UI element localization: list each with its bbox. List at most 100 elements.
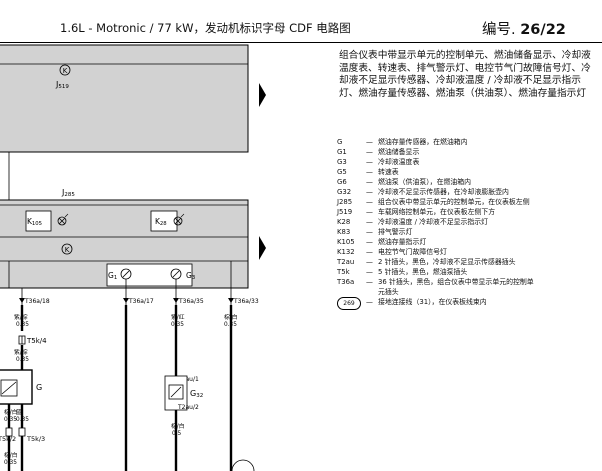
g3-label: G3 xyxy=(186,271,195,281)
g1-label-sub: 1 xyxy=(114,275,117,281)
k105-label: K105 xyxy=(27,217,42,227)
wire-size-label-3: 0.35 xyxy=(224,322,237,328)
legend-dash: — xyxy=(366,228,373,236)
legend-desc: 燃油泵（供油泵），在燃油箱内 xyxy=(378,178,472,186)
k-terminal-symbol-2 xyxy=(61,243,73,255)
legend-desc: 燃油存量传感器，在燃油箱内 xyxy=(378,138,468,146)
legend-desc: 排气警示灯 xyxy=(378,228,413,236)
pin-t36a-33: T36a/33 xyxy=(228,288,259,305)
g32-label: G32 xyxy=(190,389,203,399)
legend-desc-ground: 接地连接线（31），在仪表板线束内 xyxy=(378,298,487,306)
g32-coolant-sensor: T2au/1 G32 T2au/2 xyxy=(164,375,203,411)
page-number: 编号. 26/22 xyxy=(482,18,566,39)
legend-dash: — xyxy=(366,258,373,266)
legend-row: T2au—2 针插头，黑色，冷却液不足显示传感器插头 xyxy=(337,257,595,267)
legend-desc: 5 针插头，黑色，燃油泵插头 xyxy=(378,268,468,276)
k-terminal-symbol-1-text: K xyxy=(63,67,68,75)
page-title: 1.6L - Motronic / 77 kW，发动机标识字母 CDF 电路图 xyxy=(60,21,351,35)
legend-row: K28 — 冷却液温度 / 冷却液不足显示指示灯 xyxy=(337,217,595,227)
legend-desc: 电控节气门故障信号灯 xyxy=(378,248,447,256)
legend-desc-continuation: 元插头 xyxy=(378,288,399,296)
legend-desc: 燃油储备显示 xyxy=(378,148,420,156)
legend-desc: 冷却液温度表 xyxy=(378,158,420,166)
legend-code: T2au xyxy=(337,258,355,266)
wire-color-label-left: 棕/白 xyxy=(4,408,18,416)
j519-label: J519 xyxy=(55,80,69,90)
legend-row: K132 — 电控节气门故障信号灯 xyxy=(337,247,595,257)
j519-control-unit-box xyxy=(0,44,249,153)
legend-desc: 车载网络控制单元，在仪表板左侧下方 xyxy=(378,208,496,216)
legend-dash: — xyxy=(366,168,373,176)
connector-t5k-3: T5k/3 xyxy=(18,427,45,443)
pin-t36a-18: T36a/18 xyxy=(19,288,50,305)
connector-t5k-4: T5k/4 xyxy=(18,335,47,345)
k105-label-main: K xyxy=(27,217,33,226)
j285-label-sub: 285 xyxy=(64,192,75,198)
legend-dash: — xyxy=(366,218,373,226)
legend-dash: — xyxy=(366,208,373,216)
continuation-arrow-bottom xyxy=(259,236,266,260)
legend-row-ground: 269 — 接地连接线（31），在仪表板线束内 xyxy=(337,297,595,310)
pin-t36a-35: T36a/35 xyxy=(173,288,204,305)
diagram-description: 组合仪表中带显示单元的控制单元、燃油储备显示、冷却液温度表、转速表、排气警示灯、… xyxy=(339,50,591,99)
legend-dash-ground: — xyxy=(366,298,373,306)
legend-dash: — xyxy=(366,188,373,196)
j285-label-main: J xyxy=(61,188,64,197)
wire-size-label-g32: 0.5 xyxy=(172,431,182,437)
legend-row: G32 — 冷却液不足显示传感器，在冷却液膨胀壶内 xyxy=(337,187,595,197)
k105-lamp-box xyxy=(25,210,52,232)
k28-label: K28 xyxy=(155,217,167,227)
legend-row: G6—燃油泵（供油泵），在燃油箱内 xyxy=(337,177,595,187)
k105-lamp-icon xyxy=(57,213,69,226)
wire-size-label-7: 0.35 xyxy=(4,460,17,466)
legend-desc: 36 针插头，黑色，组合仪表中带显示单元的控制单 xyxy=(378,278,534,286)
g3-label-main: G xyxy=(186,271,192,280)
legend-dash: — xyxy=(366,178,373,186)
header-rule xyxy=(0,42,602,43)
legend-code: K28 xyxy=(337,218,351,226)
connector-t5k-2-label: T5k/2 xyxy=(0,435,16,443)
legend-desc: 转速表 xyxy=(378,168,399,176)
pin-t36a-18-label: T36a/18 xyxy=(24,298,50,305)
legend-code: J519 xyxy=(337,208,353,216)
k105-label-sub: 105 xyxy=(32,221,42,227)
continuation-arrow-top xyxy=(259,83,266,107)
k-terminal-symbol-2-text: K xyxy=(65,246,70,254)
legend-dash: — xyxy=(366,198,373,206)
legend-code: J285 xyxy=(337,198,353,206)
legend-code: K105 xyxy=(337,238,355,246)
g3-label-sub: 3 xyxy=(192,275,195,281)
legend-desc: 冷却液不足显示传感器，在冷却液膨胀壶内 xyxy=(378,188,509,196)
legend-row: G — 燃油存量传感器，在燃油箱内 xyxy=(337,137,595,147)
legend-code: G1 xyxy=(337,148,347,156)
wire-size-label-6: 0.35 xyxy=(4,417,17,423)
connector-t2au-1-label: T2au/1 xyxy=(177,376,199,383)
g-fuel-level-sensor: G xyxy=(0,369,42,405)
legend-row: K83—排气警示灯 xyxy=(337,227,595,237)
legend-code: T5k xyxy=(337,268,350,276)
legend-dash: — xyxy=(366,138,373,146)
legend-dash: — xyxy=(366,278,373,286)
wire-color-label-1: 紫/棕 xyxy=(14,313,28,321)
k28-lamp-box xyxy=(150,210,178,232)
legend-code: K132 xyxy=(337,248,355,256)
legend-desc: 冷却液温度 / 冷却液不足显示指示灯 xyxy=(378,218,489,226)
pin-t36a-17: T36a/17 xyxy=(123,288,154,305)
page-number-label: 编号. xyxy=(482,22,516,38)
legend-code: G32 xyxy=(337,188,352,196)
legend-dash: — xyxy=(366,158,373,166)
legend-row: J285—组合仪表中带显示单元的控制单元，在仪表板左侧 xyxy=(337,197,595,207)
legend-desc: 燃油存量指示灯 xyxy=(378,238,427,246)
k28-lamp-icon xyxy=(173,213,185,226)
legend-dash: — xyxy=(366,248,373,256)
g1-label: G1 xyxy=(108,271,117,281)
connector-t5k-3-label: T5k/3 xyxy=(26,435,45,443)
wire-color-label-blue: 蓝 xyxy=(16,408,22,416)
g-sensor-label: G xyxy=(36,383,42,392)
g1-label-main: G xyxy=(108,271,114,280)
legend-code: G xyxy=(337,138,343,146)
connector-t5k-2: T5k/2 xyxy=(0,427,16,443)
